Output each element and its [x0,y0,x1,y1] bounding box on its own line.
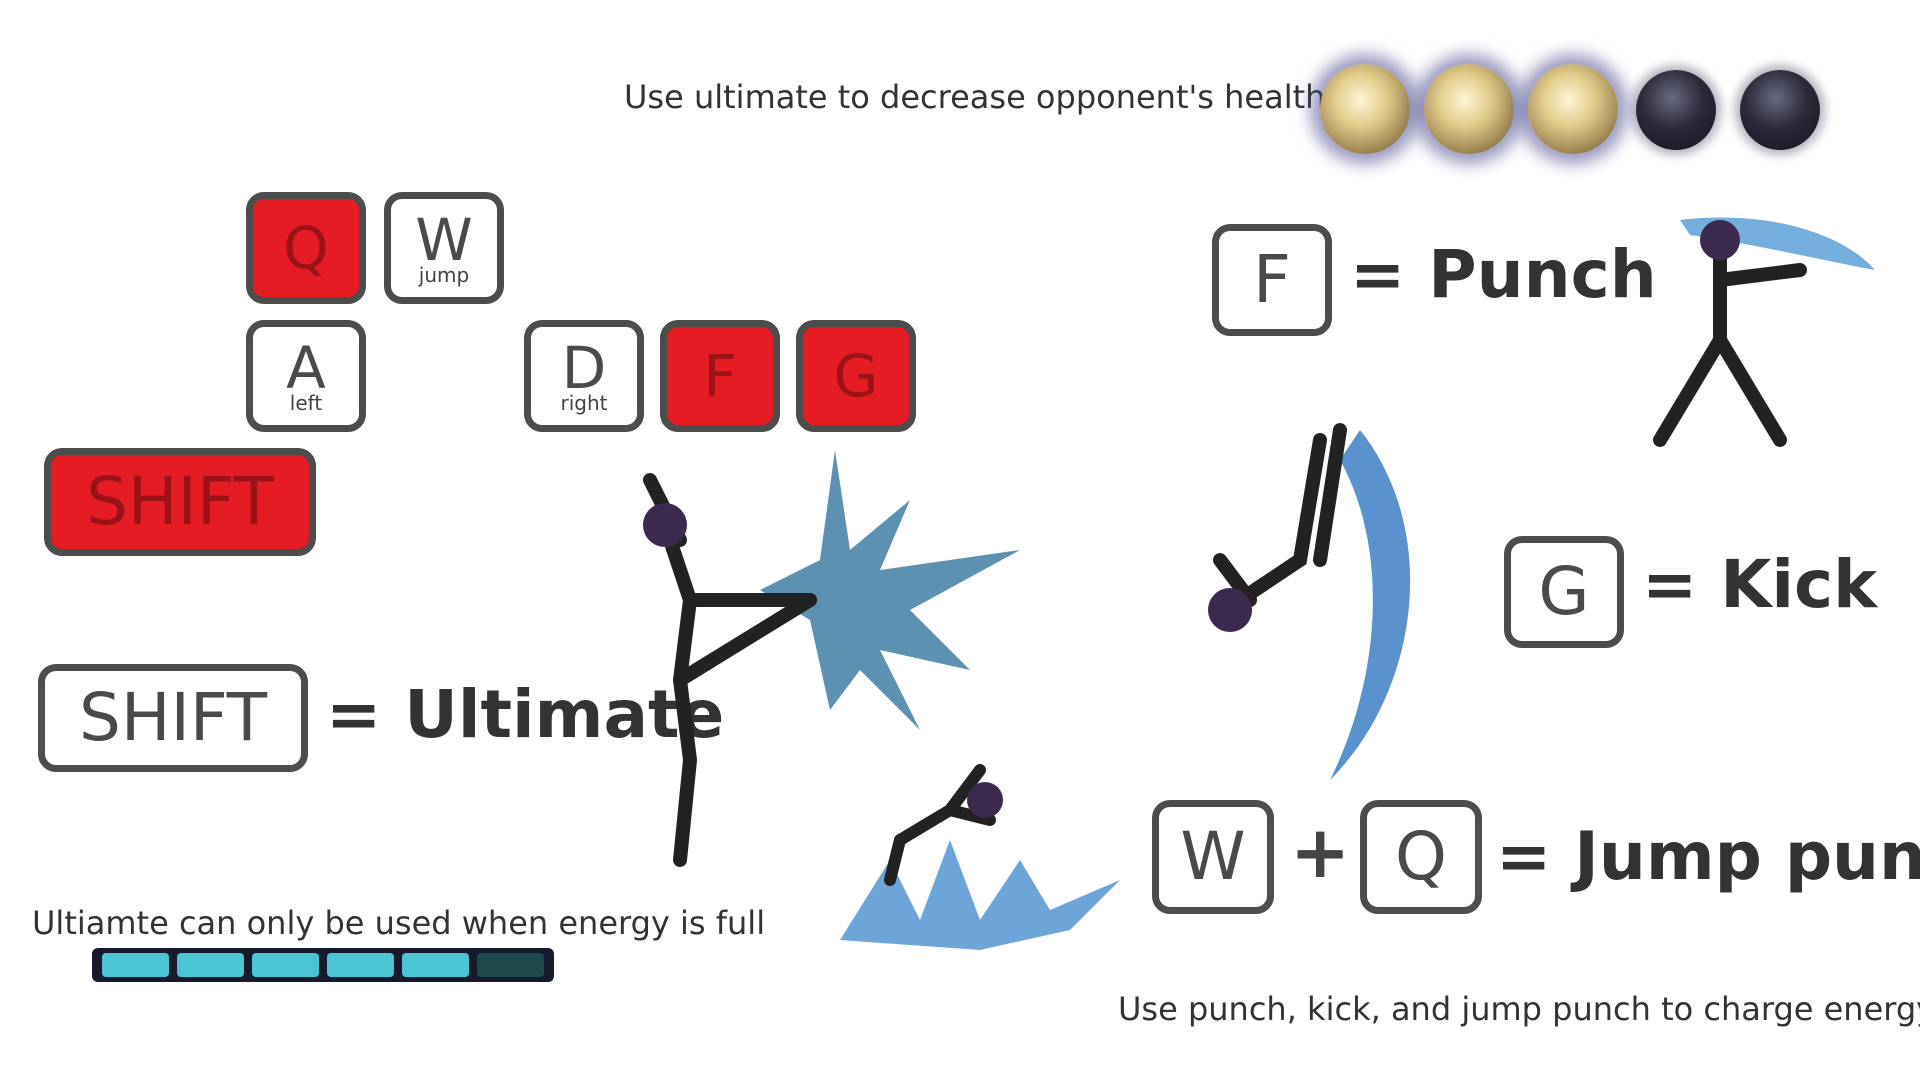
legend-jump-key: W [1152,800,1274,914]
key-d: D right [524,320,644,432]
character-punch-illustration [1653,217,1875,447]
legend-kick-text: = Kick [1642,546,1878,623]
key-shift: SHIFT [44,448,316,556]
energy-cell-6 [477,953,544,977]
energy-cell-5 [402,953,469,977]
standing-fighter [1653,253,1807,447]
legend-punch-key-label: F [1253,241,1291,318]
key-w-label: W [415,206,473,274]
health-hint: Use ultimate to decrease opponent's heal… [624,78,1326,116]
key-d-sub: right [560,391,608,415]
character-jump-punch-illustration [840,764,1120,950]
legend-jump-punch-key: Q [1360,800,1482,914]
ice-splash-effect [760,450,1020,730]
character-kick-flip-illustration [1208,423,1411,780]
legend-kick-key: G [1504,536,1624,648]
key-a: A left [246,320,366,432]
flipping-fighter [1213,423,1347,607]
energy-bar [92,948,554,982]
key-shift-label: SHIFT [85,463,275,540]
key-g-label: G [833,342,879,410]
charge-energy-hint: Use punch, kick, and jump punch to charg… [1118,990,1920,1028]
energy-cell-4 [327,953,394,977]
key-d-label: D [561,334,607,402]
energy-hint: Ultiamte can only be used when energy is… [32,904,766,942]
legend-kick-key-label: G [1538,553,1590,630]
health-orbs [1320,60,1840,160]
legend-punch-text: = Punch [1350,236,1657,313]
key-a-sub: left [289,391,323,415]
key-f: F [660,320,780,432]
health-orb-3 [1528,64,1618,154]
legend-punch-key: F [1212,224,1332,336]
legend-jump-punch-key-label: Q [1395,818,1447,895]
legend-ultimate-key: SHIFT [38,664,308,772]
energy-cell-2 [177,953,244,977]
key-q-label: Q [283,214,329,282]
water-wave-effect [840,840,1120,950]
energy-cell-3 [252,953,319,977]
energy-cell-1 [102,953,169,977]
legend-jump-punch-text: = Jump punch [1496,818,1920,895]
legend-plus-sign: + [1290,810,1351,894]
blade-arc-effect [1330,430,1411,780]
health-orb-5 [1740,70,1820,150]
legend-ultimate-text: = Ultimate [326,676,725,753]
crouching-fighter [884,764,996,886]
key-w-sub: jump [418,263,470,287]
legend-ultimate-key-label: SHIFT [78,679,268,756]
health-orb-4 [1636,70,1716,150]
fighter-figure [643,473,817,867]
health-orb-2 [1424,64,1514,154]
legend-jump-key-label: W [1180,818,1246,895]
key-f-label: F [703,342,737,410]
character-kick-illustration [643,450,1020,867]
key-q: Q [246,192,366,304]
health-orb-1 [1320,64,1410,154]
key-a-label: A [286,334,326,402]
key-w: W jump [384,192,504,304]
key-g: G [796,320,916,432]
